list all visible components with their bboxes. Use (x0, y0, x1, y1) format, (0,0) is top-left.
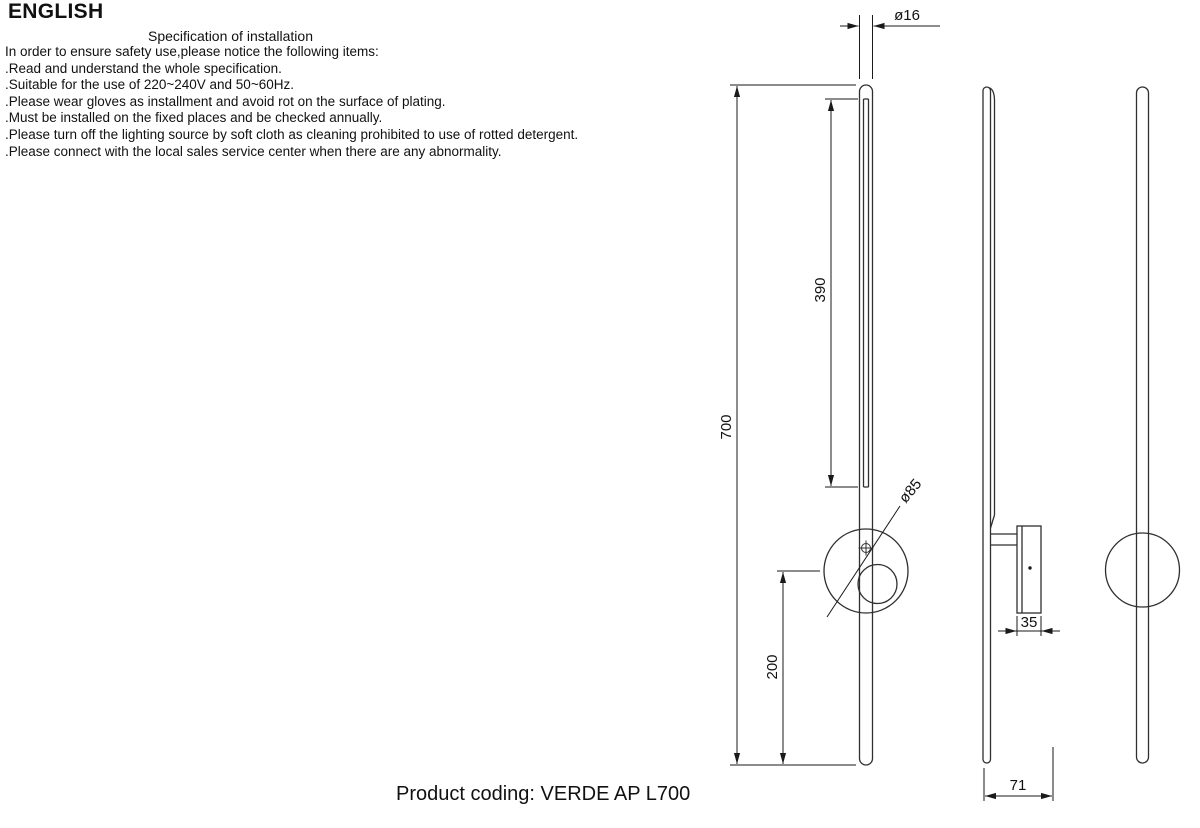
side-view-lamp (982, 86, 1042, 764)
safety-instructions: In order to ensure safety use,please not… (5, 44, 578, 160)
side-lamp-profile (982, 86, 992, 764)
dim-total-depth: 71 (983, 747, 1054, 801)
product-coding: Product coding: VERDE AP L700 (396, 783, 691, 805)
lamp-tube (858, 84, 874, 766)
instruction-item: .Please turn off the lighting source by … (5, 126, 579, 142)
instruction-item: .Please connect with the local sales ser… (5, 143, 502, 159)
back-canopy-circle (1104, 532, 1181, 608)
dim-label-bottom-to-center: 200 (764, 654, 781, 679)
front-view-lamp (823, 84, 909, 766)
spec-title: Specification of installation (148, 28, 313, 44)
dim-label-overall-height: 700 (718, 414, 735, 439)
dim-plate-depth: 35 (998, 614, 1060, 636)
back-view-lamp (1104, 86, 1181, 764)
canopy-inner-circle (857, 563, 898, 605)
language-heading: ENGLISH (8, 0, 104, 23)
instruction-item: .Please wear gloves as installment and a… (5, 93, 446, 109)
back-lamp-tube (1135, 86, 1150, 764)
dim-label-plate-depth: 35 (1021, 614, 1038, 631)
dim-light-length: 390 (812, 98, 858, 488)
canopy-circle (823, 528, 909, 614)
dim-label-diameter-top: ø16 (894, 7, 920, 24)
instruction-item: .Must be installed on the fixed places a… (5, 110, 383, 126)
dim-label-total-depth: 71 (1010, 777, 1027, 794)
dim-label-canopy-diameter: ø85 (896, 476, 926, 507)
dim-label-light-length: 390 (812, 277, 829, 302)
instruction-item: .Suitable for the use of 220~240V and 50… (5, 77, 294, 93)
instruction-item: .Read and understand the whole specifica… (5, 60, 282, 76)
dim-canopy-diameter: ø85 (826, 476, 926, 618)
dim-diameter-top: ø16 (840, 7, 940, 79)
wall-plate (1016, 525, 1042, 614)
dim-bottom-to-center: 200 (764, 570, 820, 764)
dim-overall-height: 700 (718, 84, 856, 766)
instructions-intro: In order to ensure safety use,please not… (5, 44, 379, 59)
